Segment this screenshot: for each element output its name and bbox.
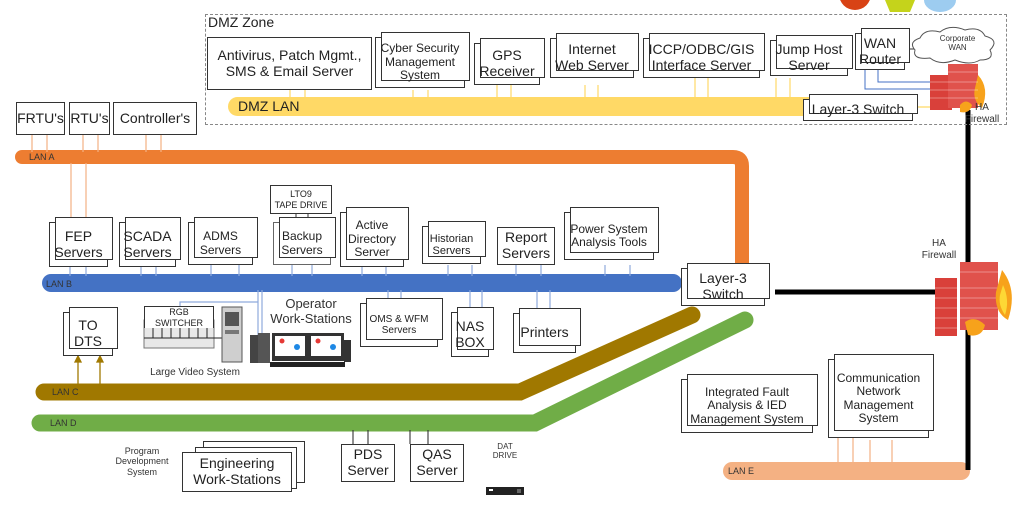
integrated-fault-analysis-system[interactable]: Integrated Fault Analysis & IED Manageme… <box>681 374 818 433</box>
link-router-fw <box>864 70 930 90</box>
windows-logo-icon <box>279 338 285 344</box>
lan-d-bus <box>31 311 754 432</box>
active-directory-server[interactable]: Active Directory Server <box>340 207 409 267</box>
communication-network-management-system[interactable]: Communication Network Management System <box>828 354 934 438</box>
lan-c-dts-arrows <box>73 354 105 385</box>
scada-servers[interactable]: SCADA Servers <box>119 217 181 267</box>
dmz-lan-bar <box>228 97 828 116</box>
backup-servers[interactable]: Backup Servers <box>273 217 336 265</box>
lan-a-drop-lines <box>31 135 893 463</box>
core-layer3-switch[interactable]: Layer-3 Switch <box>681 263 770 306</box>
oms-wfm-servers[interactable]: OMS & WFM Servers <box>360 298 443 347</box>
link-router-fw-2 <box>877 70 930 83</box>
report-servers[interactable]: Report Servers <box>497 227 555 265</box>
server-tower-icon <box>221 306 243 363</box>
logo-blob-green <box>885 0 915 12</box>
cyber-security-system[interactable]: Cyber Security Management System <box>375 32 470 88</box>
lan-a-label: LAN A <box>29 152 55 162</box>
nas-box[interactable]: NAS BOX <box>451 307 494 357</box>
lan-e-bus <box>723 462 970 480</box>
controller-box[interactable]: Controller's <box>113 102 197 135</box>
dmz-zone <box>205 14 1007 125</box>
lan-e-label: LAN E <box>728 466 755 476</box>
dmz-firewall-label: HA Firewall <box>964 102 1000 125</box>
fep-servers[interactable]: FEP Servers <box>49 217 113 267</box>
pds-server[interactable]: PDS Server <box>341 444 395 482</box>
internet-web-server[interactable]: Internet Web Server <box>550 33 639 78</box>
to-dts-box[interactable]: TO DTS <box>63 307 118 356</box>
dat-drive-icon <box>486 487 524 495</box>
lan-b-label: LAN B <box>46 279 73 289</box>
lan-b-drop-lines <box>69 265 631 340</box>
dmz-zone-title: DMZ Zone <box>208 14 275 30</box>
dmz-lan-label: DMZ LAN <box>238 98 300 114</box>
iccp-interface-server[interactable]: ICCP/ODBC/GIS Interface Server <box>643 33 765 78</box>
logo-blob-blue <box>924 0 956 12</box>
operator-workstation-icon <box>250 333 351 367</box>
power-system-analysis-tools[interactable]: Power System Analysis Tools <box>564 207 659 260</box>
dat-drive-label: DAT DRIVE <box>492 442 518 461</box>
program-development-system-label: Program Development System <box>115 446 169 477</box>
logo-blob-red <box>840 0 870 10</box>
adms-servers[interactable]: ADMS Servers <box>188 217 258 265</box>
printers[interactable]: Printers <box>513 308 581 353</box>
engineering-workstations[interactable]: Engineering Work-Stations <box>182 452 292 492</box>
corporate-wan-label: Corporate WAN <box>939 34 976 53</box>
large-video-system-label: Large Video System <box>150 367 240 378</box>
lto9-tape-drive[interactable]: LTO9 TAPE DRIVE <box>270 185 332 214</box>
operator-workstations-label: Operator Work-Stations <box>270 296 352 326</box>
dmz-firewall-icon <box>930 64 986 113</box>
dmz-layer3-switch[interactable]: Layer-3 Switch <box>803 94 918 121</box>
rgb-switcher[interactable]: RGB SWITCHER <box>144 306 214 328</box>
rtu-box[interactable]: RTU's <box>69 102 110 135</box>
lan-b-bus <box>42 274 682 292</box>
core-firewall-label: HA Firewall <box>921 238 957 261</box>
qas-server[interactable]: QAS Server <box>410 444 464 482</box>
corporate-wan-cloud <box>911 26 995 64</box>
core-firewall-icon <box>935 262 1012 336</box>
lan-d-label: LAN D <box>50 418 77 428</box>
lan-c-label: LAN C <box>52 387 79 397</box>
frtu-box[interactable]: FRTU's <box>16 102 65 135</box>
antivirus-server[interactable]: Antivirus, Patch Mgmt., SMS & Email Serv… <box>207 37 372 90</box>
lan-a-bus <box>15 150 749 287</box>
lan-c-bus <box>35 306 701 401</box>
gps-receiver[interactable]: GPS Receiver <box>474 38 545 85</box>
historian-servers[interactable]: Historian Servers <box>422 221 486 264</box>
jump-host-server[interactable]: Jump Host Server <box>770 35 853 76</box>
wan-router[interactable]: WAN Router <box>855 28 910 70</box>
